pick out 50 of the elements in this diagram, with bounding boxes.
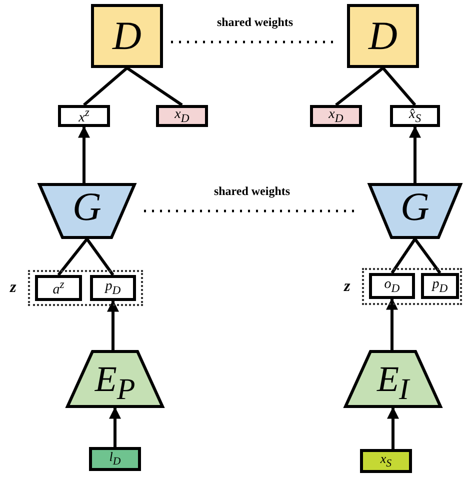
connector-line: [335, 66, 384, 106]
discriminator-box: [91, 4, 163, 68]
arrow: [107, 300, 119, 350]
encoder-trapezoid: [66, 350, 164, 408]
edge-label: shared weights: [214, 15, 296, 30]
variable-box: [421, 273, 459, 299]
variable-box: [35, 275, 82, 301]
math-symbol: l$_{D}$: [109, 450, 121, 468]
math-symbol: x$^{z}$: [78, 106, 90, 126]
math-symbol: a$^{z}$: [52, 278, 64, 298]
arrow: [78, 126, 90, 183]
connector-line: [414, 238, 442, 274]
connector-line: [126, 66, 183, 106]
math-symbol: G: [400, 187, 430, 227]
math-symbol: p$_{D}$: [432, 278, 448, 294]
variable-box: [310, 105, 362, 127]
variable-box: [369, 273, 415, 299]
group-label: z: [344, 278, 350, 294]
math-symbol: p$_{D}$: [105, 280, 121, 296]
connector-line: [83, 66, 128, 106]
math-symbol: E$_{P}$: [94, 360, 136, 406]
variable-box: [90, 275, 136, 301]
math-symbol: x$_{D}$: [328, 108, 344, 124]
arrow: [386, 298, 398, 350]
math-symbol: D: [112, 16, 142, 56]
input-box: [89, 447, 141, 471]
arrow: [387, 406, 399, 449]
variable-box: [156, 105, 208, 127]
math-symbol: D: [368, 16, 398, 56]
arrow: [409, 126, 421, 183]
math-symbol: x$_{D}$: [174, 108, 190, 124]
variable-box: [390, 105, 440, 127]
math-symbol: o$_{D}$: [384, 278, 400, 294]
math-symbol: G: [72, 187, 102, 227]
connector-line: [390, 238, 416, 274]
group-label: z: [10, 280, 16, 296]
math-symbol: x$_{S}$: [380, 452, 392, 470]
input-box: [360, 449, 412, 473]
generator-trapezoid: [368, 183, 462, 239]
generator-trapezoid: [38, 183, 136, 239]
math-symbol: x̂$_{S}$: [408, 108, 422, 124]
arrow: [109, 406, 121, 447]
encoder-trapezoid: [344, 350, 442, 408]
variable-box: [58, 105, 110, 127]
math-symbol: E$_{I}$: [377, 360, 409, 406]
edge-label: shared weights: [212, 184, 292, 199]
connector-line: [382, 67, 416, 106]
connector-line: [86, 238, 114, 276]
discriminator-box: [347, 4, 419, 68]
connector-line: [57, 238, 88, 276]
